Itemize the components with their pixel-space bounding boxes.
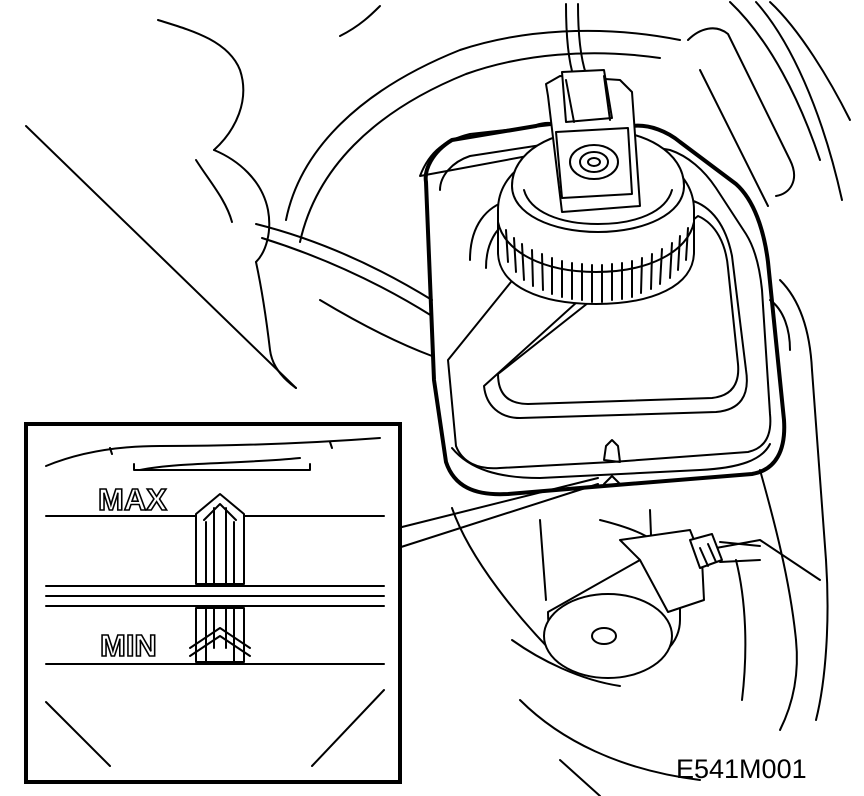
figure-code: E541M001 [676,754,807,784]
min-label: MIN [100,628,157,663]
cap-knurling [505,227,689,303]
level-sensor-connector [545,69,641,213]
callout-leader [397,477,599,549]
level-marker [189,493,251,663]
max-label: MAX [98,482,167,517]
reservoir-outlet-fitting [543,529,761,679]
background-engine-bay [25,1,851,796]
detail-inset: MAX MIN [24,422,402,784]
